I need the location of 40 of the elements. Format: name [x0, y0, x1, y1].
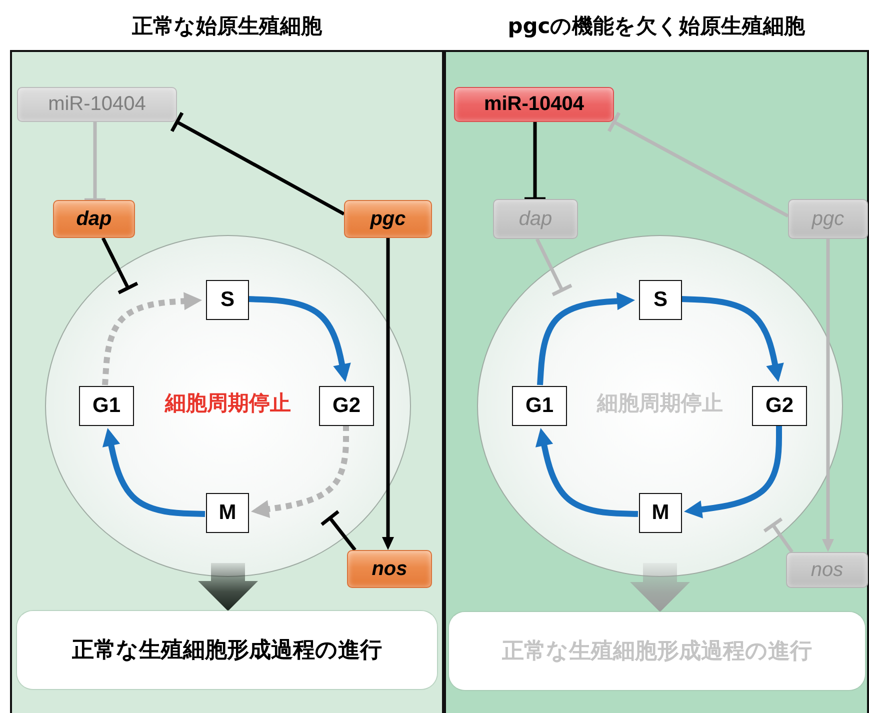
outcome-box: 正常な生殖細胞形成過程の進行 [449, 612, 865, 690]
phase-box: G1 [79, 386, 134, 426]
phase-box: M [639, 493, 682, 533]
cycle-arrow [248, 296, 351, 382]
phase-box: G1 [512, 386, 567, 426]
panel-title: 正常な始原生殖細胞 [131, 13, 324, 40]
inhibition-line [607, 111, 789, 218]
phase-box: G2 [319, 386, 374, 426]
phase-box: S [206, 280, 249, 320]
cycle-arrow [250, 425, 349, 518]
cycle-arrow [680, 296, 784, 382]
gene-box: miR-10404 [454, 87, 614, 122]
cycle-arrow [684, 425, 782, 518]
phase-box: S [639, 280, 682, 320]
panel-title: pgcの機能を欠く始原生殖細胞 [506, 13, 806, 40]
cycle-arrow [537, 292, 635, 386]
inhibition-line [101, 237, 140, 294]
block-arrow [630, 563, 690, 612]
gene-box: pgc [788, 199, 868, 239]
gene-box: nos [347, 550, 432, 588]
inhibition-line [522, 122, 548, 201]
outcome-box: 正常な生殖細胞形成過程の進行 [17, 611, 437, 689]
inhibition-line [170, 111, 345, 216]
phase-box: M [206, 493, 249, 533]
gene-box: dap [53, 200, 135, 238]
arrow [822, 239, 834, 552]
gene-box: dap [493, 199, 578, 239]
arrow [382, 238, 394, 550]
inhibition-line [535, 238, 574, 296]
inhibition-line [82, 122, 108, 202]
cycle-arrow [102, 292, 202, 386]
gene-box: nos [786, 552, 868, 588]
gene-box: pgc [344, 200, 432, 238]
inhibition-line [320, 510, 356, 552]
phase-box: G2 [752, 386, 807, 426]
cycle-arrow [535, 428, 638, 517]
gene-box: miR-10404 [17, 87, 177, 122]
cycle-arrow [102, 428, 206, 517]
block-arrow [198, 563, 258, 611]
cell-state-label: 細胞周期停止 [165, 390, 291, 418]
